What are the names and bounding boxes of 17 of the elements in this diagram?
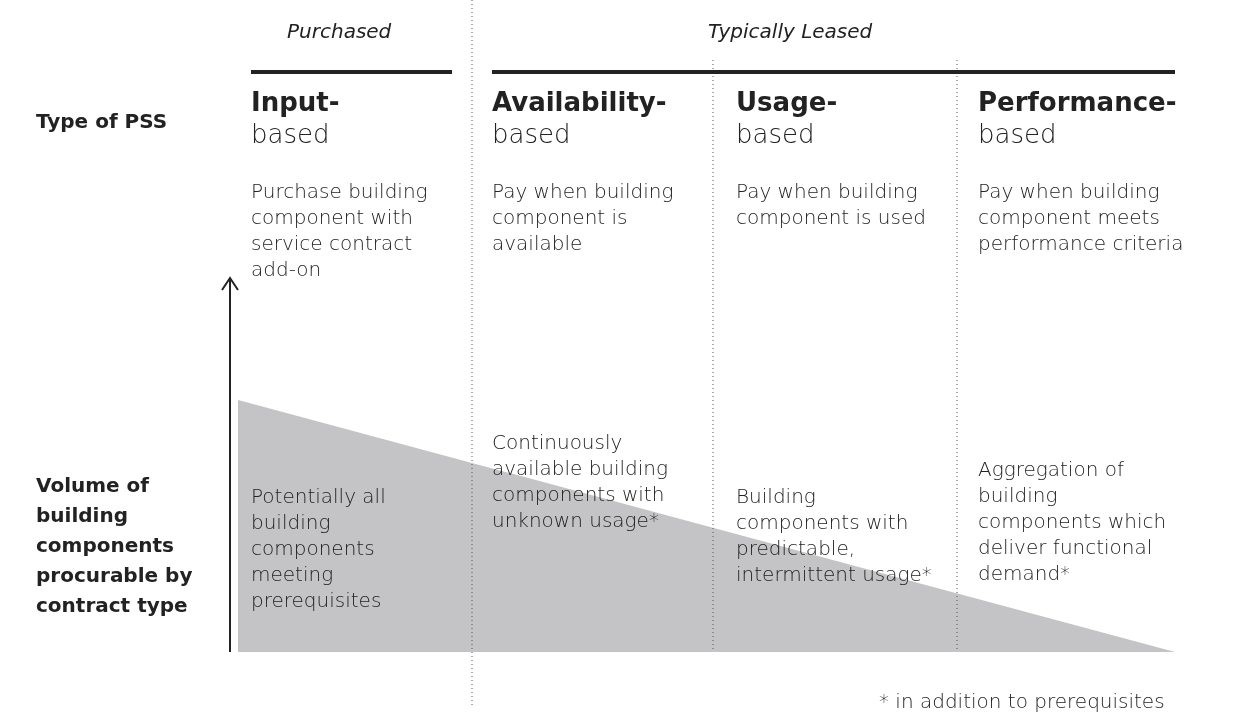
footnote: * in addition to prerequisites: [879, 688, 1166, 714]
description: Potentially all building components meeting prerequisites: [251, 483, 387, 613]
description: Pay when building component is available: [492, 178, 675, 256]
description: Purchase building component with service contract add-on: [251, 178, 429, 282]
type-heading: Usage- based: [736, 86, 839, 150]
description: Building components with predictable, intermittent usage*: [736, 483, 933, 587]
column-heading: Typically Leased: [708, 18, 873, 44]
column-heading: Purchased: [287, 18, 392, 44]
row-heading: Volume of building components procurable by contract type: [36, 472, 194, 619]
description: Aggregation of building components which deliver functional demand*: [978, 456, 1168, 586]
description: Continuously available building components with unknown usage*: [492, 429, 670, 533]
description: Pay when building component is used: [736, 178, 927, 230]
type-heading: Availability- based: [492, 86, 668, 150]
row-heading: Type of PSS: [36, 108, 169, 135]
type-heading: Input- based: [251, 86, 341, 150]
description: Pay when building component meets performance criteria: [978, 178, 1185, 256]
type-heading: Performance- based: [978, 86, 1178, 150]
